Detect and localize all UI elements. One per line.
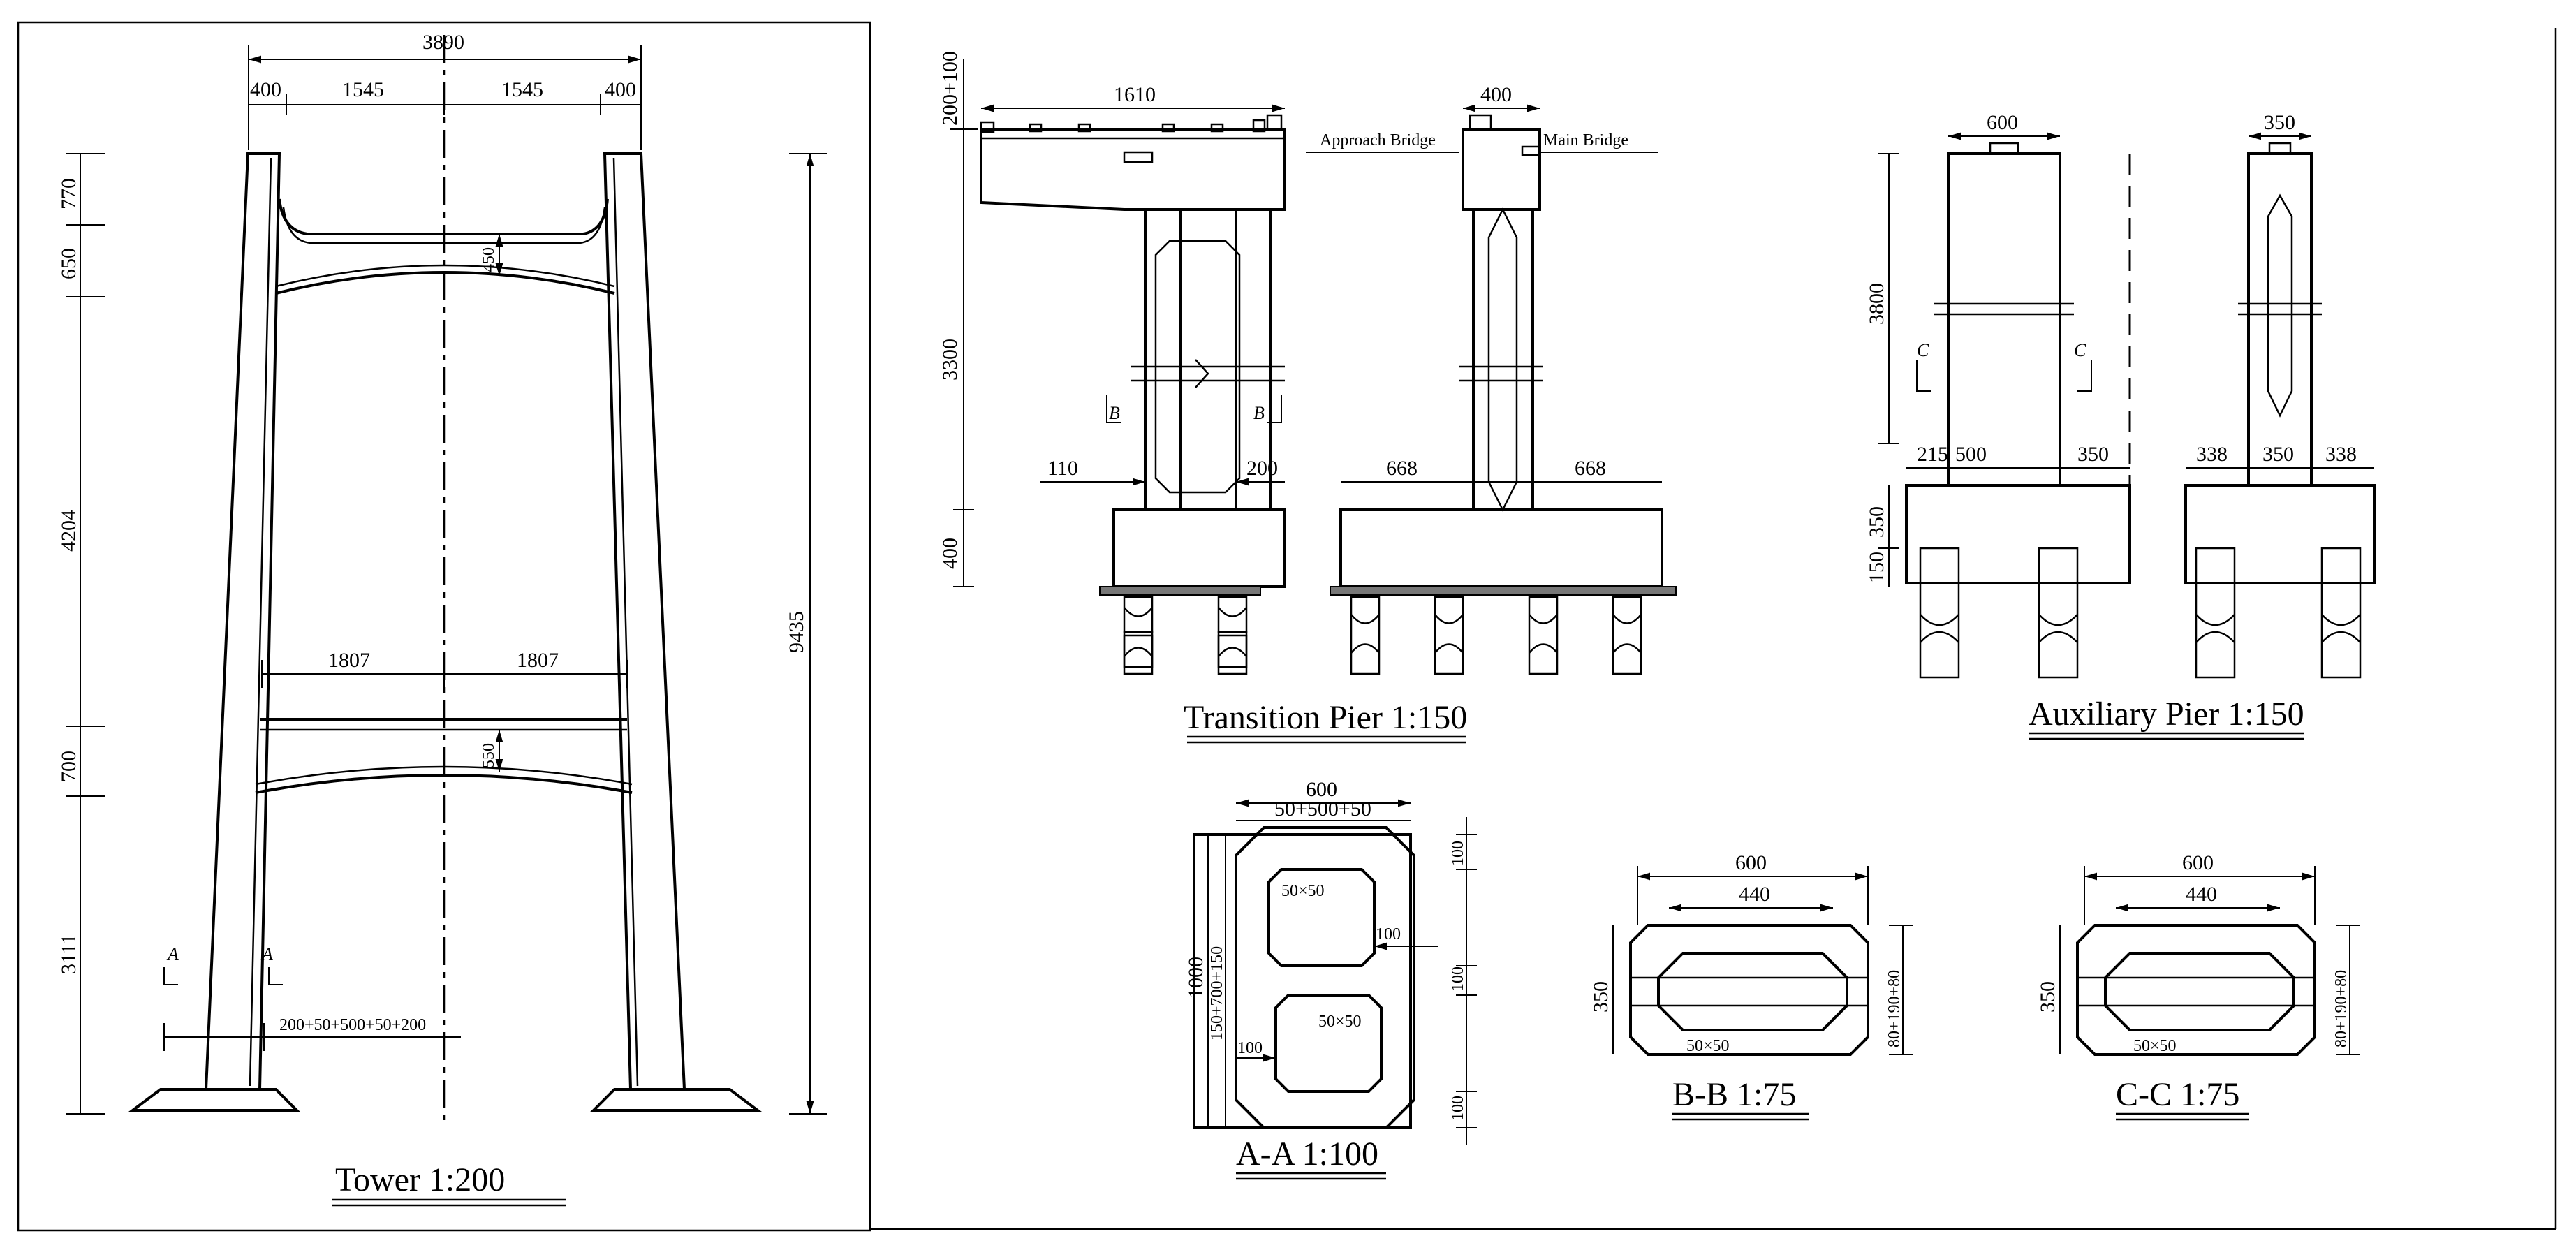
section-mark-a-right: A — [260, 944, 273, 964]
dim-tower-650: 650 — [57, 248, 80, 279]
tower-left-footing — [128, 1088, 300, 1112]
section-bb: 600 440 350 80+190+80 50×50 — [1589, 851, 1913, 1056]
dim-transition-110: 110 — [1047, 457, 1078, 480]
dim-aa-width: 600 — [1306, 778, 1337, 801]
label-aa-chamfer-upper: 50×50 — [1281, 882, 1325, 900]
dim-bb-height-detail: 80+190+80 — [1885, 970, 1904, 1047]
dim-aa-width-detail: 50+500+50 — [1274, 797, 1371, 821]
dim-tower-leg-right: 400 — [605, 78, 636, 101]
dim-bb-width: 600 — [1735, 851, 1767, 874]
tower-panel-frame — [17, 21, 871, 1232]
dim-transition-668-right: 668 — [1575, 457, 1606, 480]
dim-transition-top: 200+100 — [939, 51, 962, 126]
dim-auxiliary-338-right: 338 — [2325, 443, 2357, 466]
dim-bb-height: 350 — [1589, 981, 1612, 1013]
dim-tower-4204: 4204 — [57, 510, 80, 552]
tower-upper-beam-bottom — [275, 271, 615, 295]
label-cc-chamfer: 50×50 — [2133, 1037, 2177, 1055]
dim-cc-width: 600 — [2182, 851, 2214, 874]
transition-deck-left — [980, 128, 1286, 211]
tower-elevation — [128, 35, 762, 1124]
dim-tower-half-left: 1545 — [342, 78, 384, 101]
tower-title: Tower 1:200 — [335, 1161, 505, 1198]
dim-tower-700: 700 — [57, 751, 80, 782]
dim-tower-1807-left: 1807 — [328, 649, 370, 672]
dim-tower-550: 550 — [480, 743, 498, 768]
dim-transition-height: 3300 — [939, 339, 962, 381]
dim-transition-668-left: 668 — [1386, 457, 1418, 480]
section-mark-c-left: C — [1917, 340, 1929, 360]
dim-auxiliary-500: 500 — [1955, 443, 1987, 466]
dim-tower-450: 450 — [480, 247, 498, 272]
dim-auxiliary-215: 215 — [1917, 443, 1948, 466]
transition-cap-side — [1462, 128, 1541, 211]
section-bb-title: B-B 1:75 — [1672, 1076, 1796, 1113]
dim-aa-side-bottom: 100 — [1449, 1096, 1467, 1121]
tower-lower-beam-bottom — [255, 774, 633, 794]
transition-pier: 200+100 3300 400 1610 400 Approach Bridg… — [939, 51, 1677, 675]
dim-tower-width: 3890 — [422, 31, 464, 54]
dim-tower-9435: 9435 — [785, 611, 808, 653]
dim-auxiliary-150: 150 — [1865, 552, 1888, 583]
dim-auxiliary-350-mid: 350 — [2262, 443, 2294, 466]
label-aa-chamfer-lower: 50×50 — [1318, 1013, 1362, 1031]
label-main-bridge: Main Bridge — [1543, 131, 1628, 149]
dim-transition-deck: 1610 — [1114, 83, 1156, 106]
dim-cc-height: 350 — [2036, 981, 2059, 1013]
dim-transition-footing: 400 — [939, 538, 962, 569]
dim-auxiliary-338-left: 338 — [2196, 443, 2228, 466]
section-cc-title: C-C 1:75 — [2116, 1076, 2239, 1113]
dim-aa-inner-left: 100 — [1237, 1039, 1263, 1057]
dim-tower-half-right: 1545 — [501, 78, 543, 101]
auxiliary-pier-title: Auxiliary Pier 1:150 — [2029, 696, 2304, 733]
dim-tower-3111: 3111 — [57, 934, 80, 974]
label-approach-bridge: Approach Bridge — [1320, 131, 1436, 149]
section-mark-b-left: B — [1109, 403, 1120, 423]
section-mark-b-right: B — [1253, 403, 1265, 423]
dim-auxiliary-350-right: 350 — [2077, 443, 2109, 466]
transition-pier-title: Transition Pier 1:150 — [1184, 699, 1467, 736]
dim-aa-height-detail: 150+700+150 — [1208, 946, 1226, 1041]
dim-cc-height-detail: 80+190+80 — [2332, 970, 2350, 1047]
dim-auxiliary-3800: 3800 — [1865, 283, 1888, 325]
dim-auxiliary-350-top: 350 — [2264, 111, 2295, 134]
tower-right-footing — [590, 1088, 762, 1112]
dim-transition-cap: 400 — [1480, 83, 1512, 106]
dim-tower-770: 770 — [57, 178, 80, 209]
dim-aa-inner-right: 100 — [1376, 925, 1401, 943]
label-bb-chamfer: 50×50 — [1686, 1037, 1730, 1055]
section-mark-a-left: A — [166, 944, 179, 964]
dim-tower-1807-right: 1807 — [517, 649, 559, 672]
dim-transition-200: 200 — [1246, 457, 1278, 480]
section-aa: 600 50+500+50 1000 150+700+150 100 100 1… — [1184, 778, 1477, 1145]
section-aa-title: A-A 1:100 — [1236, 1135, 1378, 1172]
dim-bb-inner: 440 — [1739, 883, 1770, 906]
dim-aa-side-mid: 100 — [1449, 966, 1467, 992]
tower-dimensions: 3890 400 1545 1545 400 770 650 4204 700 … — [57, 31, 827, 1115]
dim-tower-section: 200+50+500+50+200 — [279, 1016, 426, 1034]
auxiliary-pier: 600 350 3800 C C 215 500 350 338 350 338… — [1865, 111, 2376, 679]
dim-cc-inner: 440 — [2186, 883, 2217, 906]
dim-auxiliary-cap-350: 350 — [1865, 506, 1888, 538]
dim-tower-leg-left: 400 — [250, 78, 281, 101]
dim-aa-side-top: 100 — [1449, 841, 1467, 866]
section-cc: 600 440 350 80+190+80 50×50 — [2036, 851, 2360, 1056]
dim-auxiliary-600: 600 — [1987, 111, 2018, 134]
dim-aa-height: 1000 — [1184, 957, 1207, 999]
section-mark-c-right: C — [2074, 340, 2086, 360]
